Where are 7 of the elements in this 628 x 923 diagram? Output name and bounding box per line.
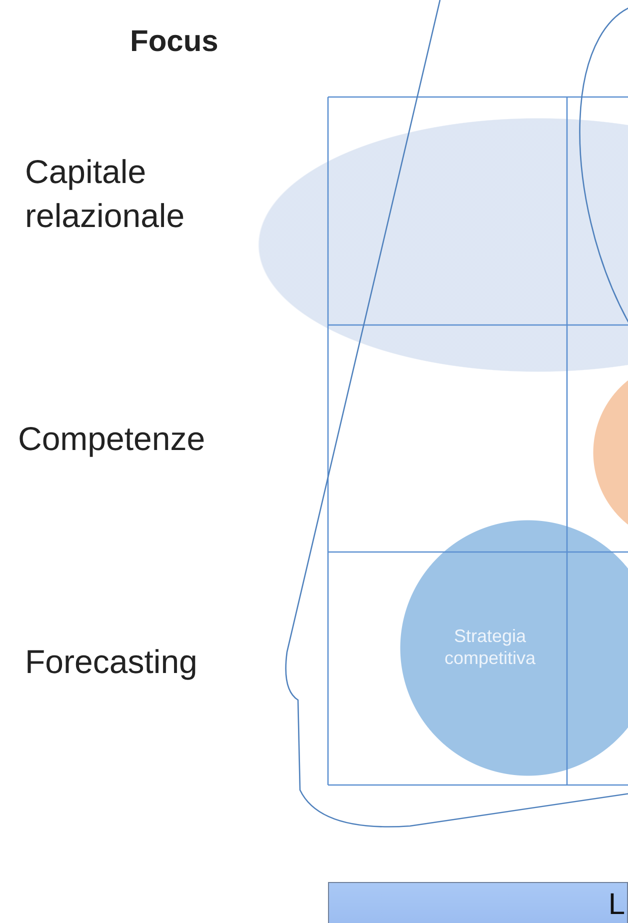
- column-heading: Focus: [130, 24, 218, 60]
- row-label: Capitale relazionale: [25, 152, 186, 236]
- banner-bar: [328, 882, 628, 923]
- row-label: Forecasting: [25, 642, 198, 682]
- row-label: Competenze: [18, 419, 206, 459]
- banner-text: L: [608, 886, 625, 922]
- circle-label: Strategia competitiva: [443, 626, 537, 670]
